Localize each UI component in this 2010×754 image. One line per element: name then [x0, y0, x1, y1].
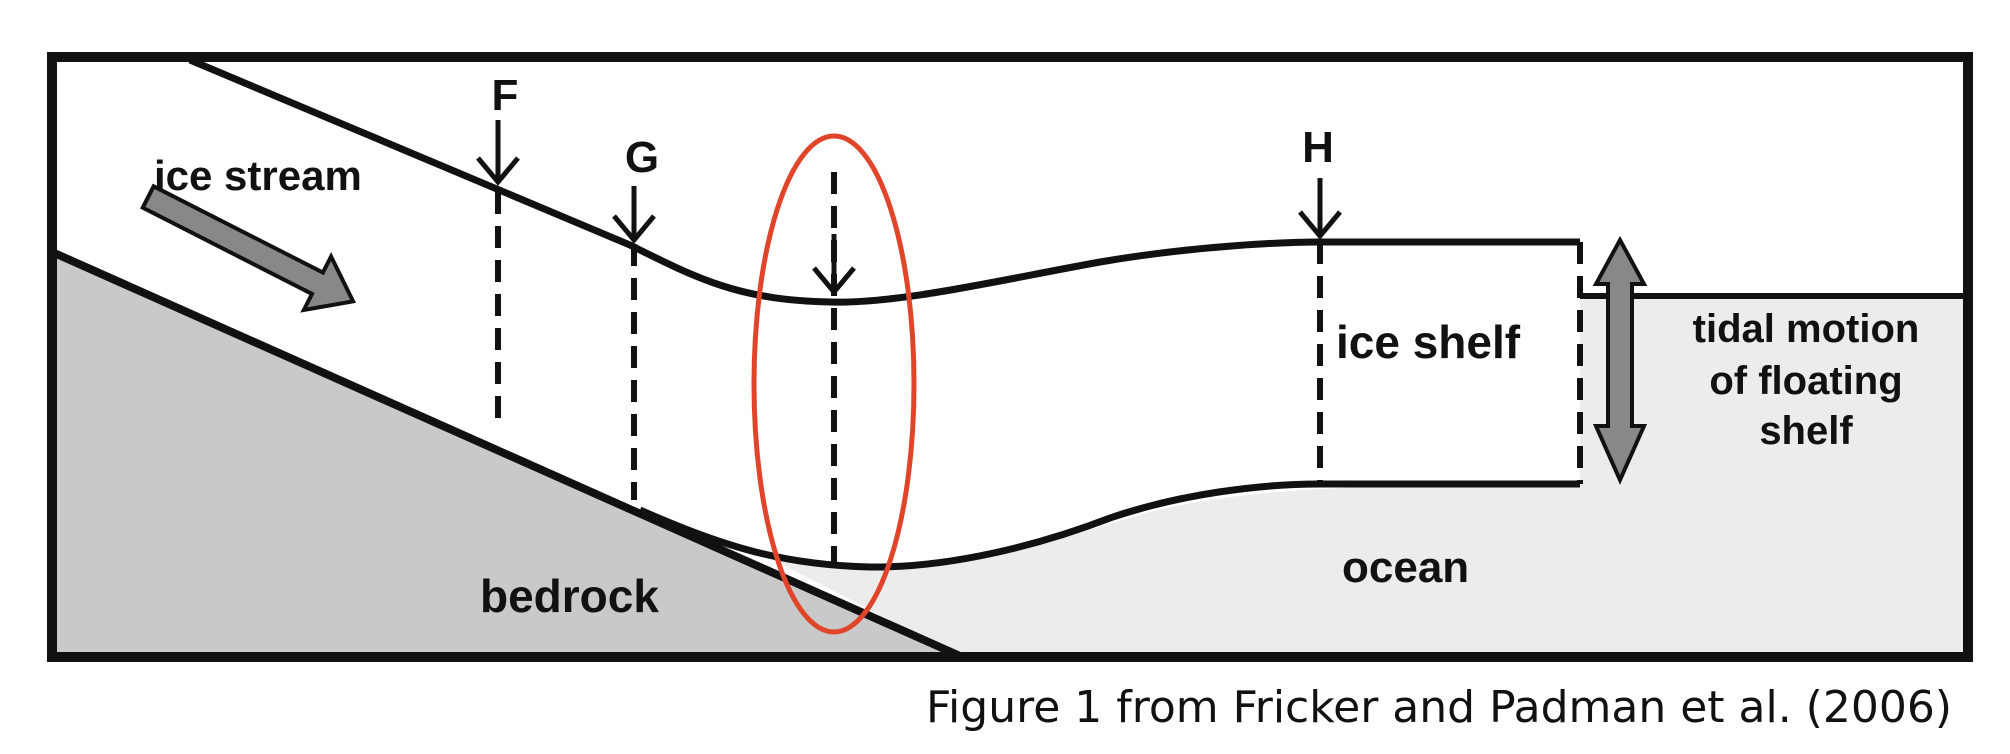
grounding-line-highlight	[751, 133, 917, 635]
ice-stream-arrow-icon	[140, 183, 357, 313]
label-point-g: G	[625, 133, 659, 182]
label-tidal-motion-line-1: tidal motion	[1693, 307, 1920, 351]
ice-lower-surface	[638, 480, 1580, 571]
ice-upper-surface	[188, 56, 1580, 306]
tidal-motion-arrow-icon	[1592, 235, 1648, 485]
label-tidal-motion-line-3: shelf	[1759, 409, 1853, 453]
label-ice-stream: ice stream	[154, 152, 362, 199]
arrow-f-icon	[476, 120, 520, 186]
label-ocean: ocean	[1342, 543, 1469, 592]
bedrock-surface-line	[50, 248, 962, 660]
label-point-h: H	[1302, 123, 1334, 172]
label-tidal-motion-line-2: of floating	[1709, 359, 1902, 403]
diagram-frame-border	[47, 52, 1973, 662]
figure-caption: Figure 1 from Fricker and Padman et al. …	[926, 682, 1952, 733]
label-point-f: F	[492, 71, 519, 120]
label-ice-shelf: ice shelf	[1336, 316, 1521, 368]
arrow-g-icon	[612, 186, 656, 244]
arrow-grounding-icon	[812, 234, 856, 296]
label-bedrock: bedrock	[480, 570, 659, 622]
ocean-region	[750, 296, 1966, 656]
arrow-h-icon	[1298, 178, 1342, 240]
